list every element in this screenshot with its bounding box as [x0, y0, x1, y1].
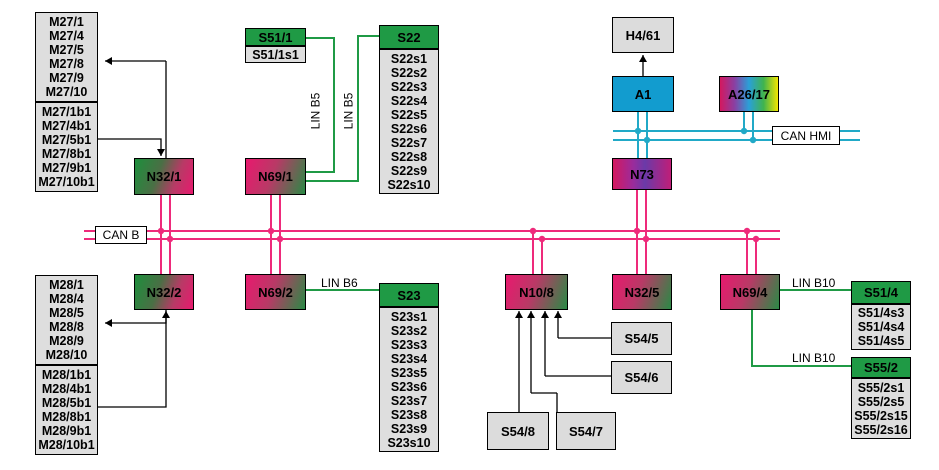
list-item: M27/1b1	[41, 105, 92, 119]
list-item: S23s3	[390, 337, 428, 352]
ecu-n32-1[interactable]: N32/1	[134, 158, 194, 195]
list-item: M27/1	[49, 15, 84, 29]
list-item: S22s2	[390, 65, 428, 80]
list-item: S23s8	[390, 407, 428, 422]
ecu-a1[interactable]: A1	[612, 76, 674, 112]
list-item: M28/9b1	[41, 424, 92, 438]
can-b-junctions	[157, 227, 760, 243]
list-item: S51/4s4	[857, 320, 905, 334]
s23-switch-list: S23s1 S23s2 S23s3 S23s4 S23s5 S23s6 S23s…	[379, 307, 439, 452]
m27-sensor-list: M27/1b1 M27/4b1 M27/5b1 M27/8b1 M27/9b1 …	[35, 102, 98, 192]
module-s23[interactable]: S23	[379, 283, 439, 307]
list-item: S22s3	[390, 79, 428, 94]
ecu-n69-2[interactable]: N69/2	[245, 274, 306, 310]
list-item: M28/9	[49, 334, 84, 348]
list-item: M27/5	[49, 43, 84, 57]
ecu-n32-2[interactable]: N32/2	[134, 274, 194, 310]
list-item: S23s5	[390, 365, 428, 380]
list-item: M28/8	[49, 320, 84, 334]
m28-sensor-list: M28/1b1 M28/4b1 M28/5b1 M28/8b1 M28/9b1 …	[35, 365, 98, 455]
list-item: S22s1	[390, 51, 428, 66]
lin-b10-label-1: LIN B10	[792, 276, 836, 290]
list-item: S23s4	[390, 351, 428, 366]
ecu-n32-5[interactable]: N32/5	[612, 274, 672, 310]
list-item: S23s9	[390, 421, 428, 436]
lin-b5-label-2: LIN B5	[341, 92, 356, 130]
can-hmi-junctions	[634, 127, 757, 144]
list-item: M28/4	[49, 292, 84, 306]
lin-b10-label-2: LIN B10	[792, 351, 836, 365]
s55-2-switch-list: S55/2s1 S55/2s5 S55/2s15 S55/2s16	[851, 378, 911, 439]
sensor-s54-5[interactable]: S54/5	[611, 322, 672, 355]
list-item: S23s1	[390, 309, 428, 324]
list-item: S23s7	[390, 393, 428, 408]
m28-actuator-list: M28/1 M28/4 M28/5 M28/8 M28/9 M28/10	[35, 275, 98, 365]
list-item: S51/4s5	[857, 334, 905, 348]
list-item: S51/1s1	[252, 47, 299, 62]
list-item: M28/5b1	[41, 396, 92, 410]
list-item: M27/4	[49, 29, 84, 43]
s22-switch-list: S22s1 S22s2 S22s3 S22s4 S22s5 S22s6 S22s…	[379, 49, 439, 194]
can-b-label: CAN B	[95, 226, 147, 244]
module-s51-4[interactable]: S51/4	[851, 281, 911, 304]
list-item: S55/2s1	[857, 380, 905, 395]
ecu-n73[interactable]: N73	[612, 158, 672, 190]
list-item: M27/8	[49, 57, 84, 71]
sensor-s54-6[interactable]: S54/6	[611, 361, 672, 394]
module-s55-2[interactable]: S55/2	[851, 357, 911, 378]
module-s22[interactable]: S22	[379, 25, 439, 49]
list-item: S22s8	[390, 149, 428, 164]
list-item: M28/1b1	[41, 368, 92, 382]
list-item: S55/2s15	[854, 408, 908, 423]
list-item: S22s4	[390, 93, 428, 108]
list-item: M27/9b1	[41, 161, 92, 175]
s51-1-switch-list: S51/1s1	[245, 46, 306, 63]
list-item: M28/10	[45, 348, 88, 362]
list-item: S22s10	[387, 177, 431, 192]
list-item: M27/5b1	[41, 133, 92, 147]
can-hmi-label: CAN HMI	[772, 126, 840, 145]
list-item: M28/5	[49, 306, 84, 320]
list-item: M28/8b1	[41, 410, 92, 424]
list-item: M27/9	[49, 71, 84, 85]
list-item: M28/1	[49, 278, 84, 292]
m27-actuator-list: M27/1 M27/4 M27/5 M27/8 M27/9 M27/10	[35, 12, 98, 102]
component-h4-61[interactable]: H4/61	[612, 17, 674, 53]
list-item: S23s2	[390, 323, 428, 338]
list-item: M28/10b1	[38, 438, 95, 452]
list-item: S23s10	[387, 435, 431, 450]
list-item: S55/2s5	[857, 394, 905, 409]
sensor-s54-7[interactable]: S54/7	[556, 412, 616, 450]
list-item: M28/4b1	[41, 382, 92, 396]
list-item: S22s9	[390, 163, 428, 178]
list-item: S55/2s16	[854, 422, 908, 437]
list-item: M27/10	[45, 85, 88, 99]
list-item: S23s6	[390, 379, 428, 394]
list-item: M27/8b1	[41, 147, 92, 161]
can-b-bus	[84, 190, 780, 274]
arrow-heads	[105, 55, 647, 327]
lin-b5-label-1: LIN B5	[308, 92, 323, 130]
list-item: S51/4s3	[857, 306, 905, 320]
list-item: S22s6	[390, 121, 428, 136]
ecu-n10-8[interactable]: N10/8	[505, 274, 568, 310]
list-item: S22s5	[390, 107, 428, 122]
list-item: M27/10b1	[38, 175, 95, 189]
lin-b6-label: LIN B6	[321, 276, 358, 290]
lin-buses	[306, 35, 851, 367]
module-s51-1[interactable]: S51/1	[245, 28, 306, 46]
ecu-a26-17[interactable]: A26/17	[719, 76, 779, 112]
sensor-s54-8[interactable]: S54/8	[487, 412, 549, 450]
list-item: M27/4b1	[41, 119, 92, 133]
ecu-n69-4[interactable]: N69/4	[720, 274, 780, 310]
s51-4-switch-list: S51/4s3 S51/4s4 S51/4s5	[851, 304, 911, 350]
ecu-n69-1[interactable]: N69/1	[245, 158, 306, 195]
list-item: S22s7	[390, 135, 428, 150]
